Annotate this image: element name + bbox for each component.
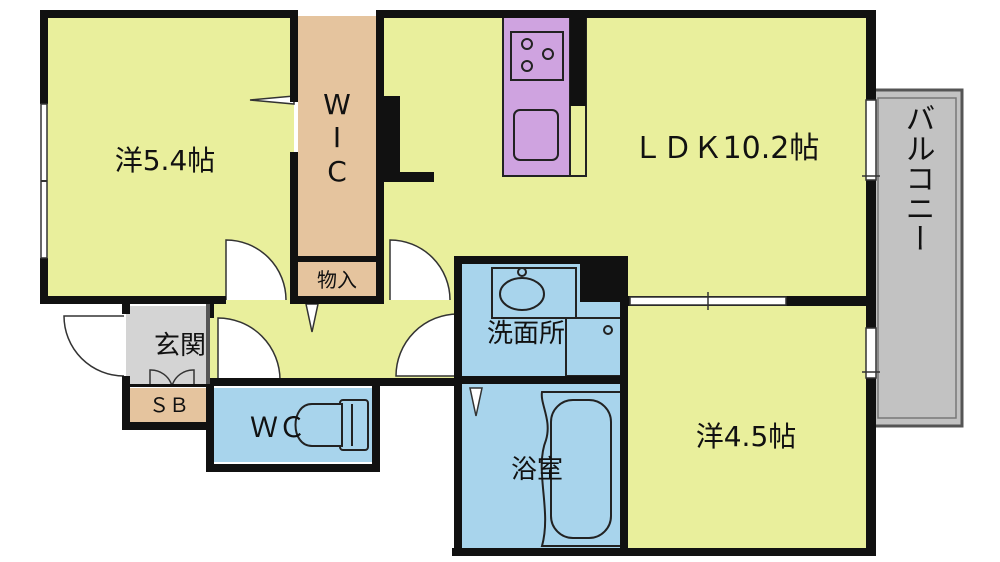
burner-icon — [542, 48, 554, 60]
balcony-label: バルコニー — [900, 103, 935, 253]
toilet-tank — [339, 399, 369, 451]
toilet-label: ＷＣ — [250, 411, 306, 444]
shoe-box-door — [171, 369, 195, 387]
shoe-box-door — [149, 369, 173, 387]
western-room-1-label: 洋5.4帖 — [115, 144, 216, 177]
faucet-icon — [517, 267, 527, 277]
burner-icon — [521, 38, 533, 50]
wic-label-i: I — [333, 121, 341, 154]
shoe-box-floor — [130, 388, 206, 422]
door-swing — [217, 317, 281, 381]
entrance-label: 玄関 — [154, 331, 206, 361]
stove — [510, 31, 564, 81]
wic-label-c: C — [327, 155, 347, 188]
western-room-2-floor — [625, 300, 873, 548]
door-swing — [63, 315, 125, 377]
washroom-label: 洗面所 — [487, 319, 565, 349]
ldk-floor — [380, 14, 870, 300]
entrance-inner-wall — [206, 304, 210, 384]
door-swing — [395, 313, 459, 377]
walk-in-closet-floor — [298, 16, 376, 258]
washbasin — [499, 277, 545, 311]
kitchen-sink — [513, 109, 559, 161]
balcony-inner — [877, 97, 957, 419]
storage-floor — [298, 262, 376, 296]
bathtub — [550, 399, 612, 539]
washroom-cabinet — [580, 262, 624, 302]
western-room-2-label: 洋4.5帖 — [696, 420, 797, 453]
shoe-box-label: ＳＢ — [149, 393, 189, 417]
door-swing — [225, 239, 287, 301]
wic-label-w: W — [323, 88, 351, 121]
entrance-step-line — [130, 384, 210, 387]
door-swing — [389, 239, 451, 301]
washing-machine-space — [565, 317, 623, 377]
ldk-label: ＬＤＫ10.2帖 — [633, 131, 820, 166]
door-swing — [469, 387, 483, 417]
toilet-bowl — [294, 403, 343, 447]
burner-icon — [521, 60, 533, 72]
storage-label: 物入 — [317, 268, 357, 292]
entrance-floor — [126, 306, 210, 386]
drain-icon — [603, 325, 613, 335]
bathroom-label: 浴室 — [511, 455, 563, 485]
